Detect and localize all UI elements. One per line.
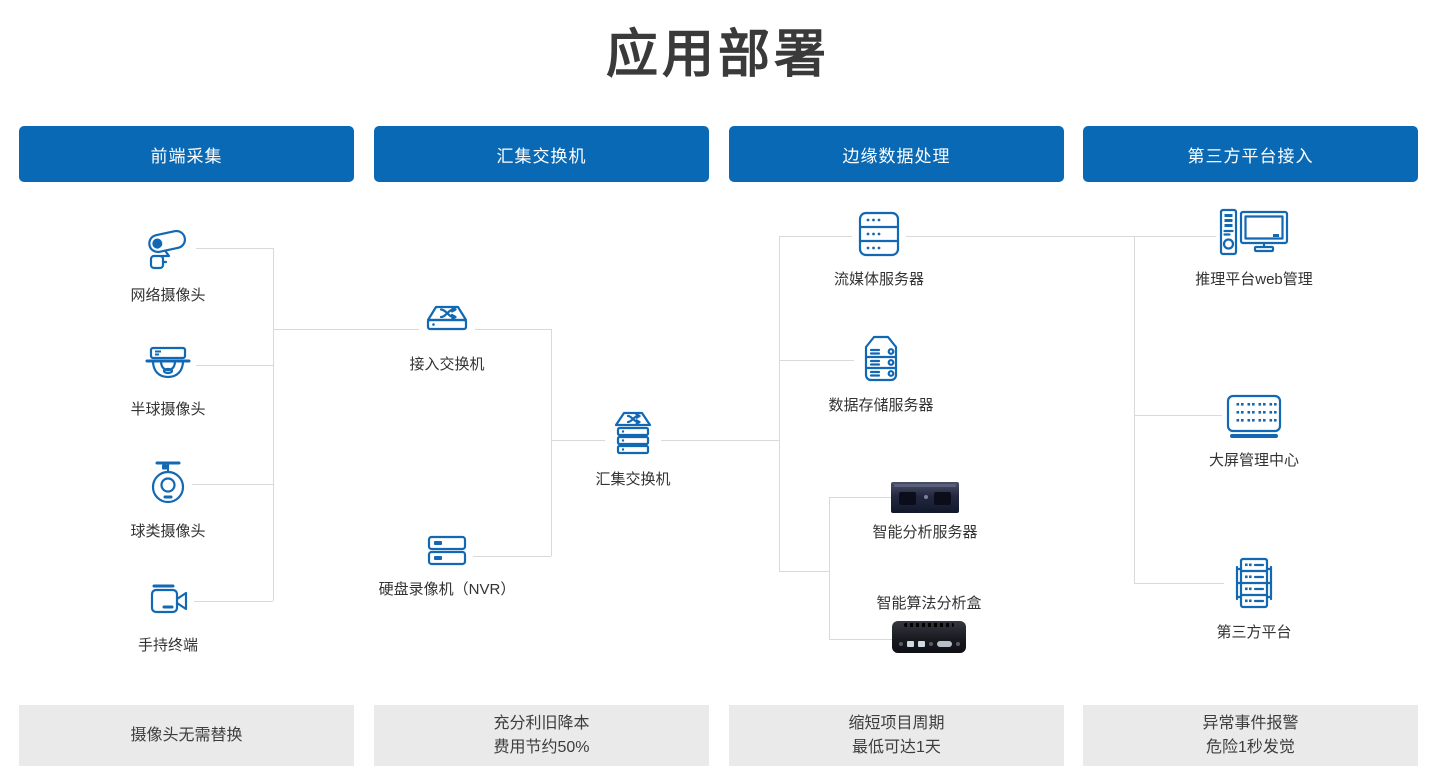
server-vent-icon [899, 492, 916, 505]
big-screen-icon [1226, 394, 1282, 438]
node-aggregation-switch: 汇集交换机 [553, 408, 713, 489]
node-dome-camera: 半球摄像头 [88, 342, 248, 419]
ptz-ball-camera-icon [151, 461, 185, 504]
connector-line [779, 360, 854, 361]
port-icon [928, 642, 933, 646]
benefit-card-cost-saving: 充分利旧降本 费用节约50% [374, 705, 709, 766]
handheld-camera-icon [150, 584, 188, 614]
node-label: 球类摄像头 [130, 523, 206, 540]
node-ball-camera: 球类摄像头 [88, 458, 248, 541]
connector-line [551, 440, 605, 441]
node-inference-web: 推理平台web管理 [1174, 206, 1334, 289]
connector-line [1134, 583, 1224, 584]
node-handheld-terminal: 手持终端 [88, 580, 248, 655]
analysis-server-image [891, 482, 959, 513]
connector-line [273, 248, 274, 601]
node-big-screen: 大屏管理中心 [1174, 391, 1334, 470]
box-heatsink-icon [904, 623, 954, 627]
connector-line [196, 248, 273, 249]
page-title: 应用部署 [605, 26, 830, 84]
nvr-recorder-icon [427, 535, 467, 566]
connector-line [194, 601, 273, 602]
bullet-camera-icon [148, 229, 186, 270]
server-led-icon [924, 495, 928, 499]
node-label: 半球摄像头 [130, 401, 206, 418]
node-label: 汇集交换机 [595, 471, 671, 488]
benefit-card-camera-reuse: 摄像头无需替换 [19, 705, 354, 766]
node-access-switch: 接入交换机 [367, 301, 527, 374]
connector-line [779, 236, 852, 237]
node-label: 流媒体服务器 [833, 271, 924, 288]
column-header-frontend-collection: 前端采集 [19, 126, 354, 182]
access-switch-icon [426, 305, 468, 331]
node-label: 智能分析服务器 [872, 524, 978, 541]
connector-line [829, 639, 892, 640]
port-icon [898, 642, 903, 646]
connector-line [273, 329, 419, 330]
box-ports [892, 641, 966, 647]
benefit-card-event-alarm: 异常事件报警 危险1秒发觉 [1083, 705, 1418, 766]
ethernet-port-icon [917, 641, 925, 647]
workstation-icon [1219, 208, 1289, 256]
connector-line [1134, 415, 1222, 416]
connector-line [779, 571, 829, 572]
connector-line [475, 329, 551, 330]
node-label: 手持终端 [137, 637, 198, 654]
column-header-edge-processing: 边缘数据处理 [729, 126, 1064, 182]
media-server-icon [858, 211, 900, 257]
node-label: 智能算法分析盒 [876, 595, 982, 612]
port-icon [955, 642, 960, 646]
node-storage-server: 数据存储服务器 [801, 330, 961, 415]
node-label: 网络摄像头 [130, 287, 206, 304]
node-label: 数据存储服务器 [828, 397, 934, 414]
connector-line [906, 236, 1216, 237]
connector-line [779, 236, 780, 571]
connector-line [192, 484, 273, 485]
column-header-aggregation-switch: 汇集交换机 [374, 126, 709, 182]
node-analysis-server: 智能分析服务器 [845, 482, 1005, 542]
node-label: 硬盘录像机（NVR） [378, 581, 516, 598]
node-media-server: 流媒体服务器 [799, 208, 959, 289]
connector-line [196, 365, 273, 366]
column-header-third-party-access: 第三方平台接入 [1083, 126, 1418, 182]
server-top-strip [894, 484, 956, 487]
connector-line [829, 497, 891, 498]
analysis-box-image [892, 621, 966, 653]
node-label: 第三方平台 [1216, 624, 1292, 641]
node-network-camera: 网络摄像头 [88, 224, 248, 305]
node-third-party: 第三方平台 [1174, 555, 1334, 642]
node-label: 推理平台web管理 [1195, 271, 1313, 288]
third-party-platform-icon [1235, 557, 1273, 609]
benefit-card-project-cycle: 缩短项目周期 最低可达1天 [729, 705, 1064, 766]
node-nvr: 硬盘录像机（NVR） [367, 530, 527, 599]
dome-camera-icon [145, 346, 191, 379]
node-label: 大屏管理中心 [1208, 452, 1299, 469]
server-vent-icon [934, 492, 951, 505]
storage-server-icon [864, 335, 898, 382]
node-analysis-box: 智能算法分析盒 [849, 592, 1009, 653]
ethernet-port-icon [906, 641, 914, 647]
connector-line [661, 440, 779, 441]
connector-line [1134, 236, 1135, 583]
connector-line [473, 556, 551, 557]
node-label: 接入交换机 [409, 356, 485, 373]
connector-line [551, 329, 552, 556]
connector-line [829, 497, 830, 639]
aggregation-switch-icon [614, 411, 652, 455]
vga-port-icon [936, 641, 952, 647]
